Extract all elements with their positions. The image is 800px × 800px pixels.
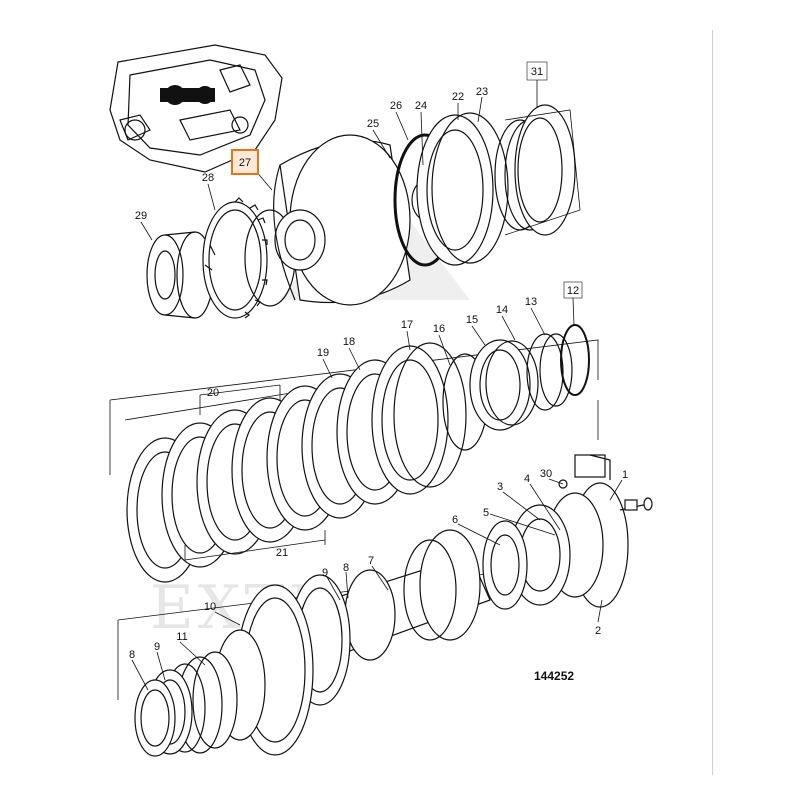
upper-group-bracket	[504, 109, 581, 236]
callout-1: 1	[622, 469, 628, 481]
callout-labels: 31 22 23 26 24 25 27 28 29 12 13 14 15 1…	[129, 61, 628, 683]
part-8-9-washers	[134, 669, 193, 757]
callout-box-31	[526, 61, 548, 81]
callout-13: 13	[525, 296, 537, 308]
frame-right-border	[712, 30, 713, 775]
callout-5: 5	[483, 507, 489, 519]
callout-21: 21	[276, 547, 288, 559]
callout-12: 12	[567, 285, 579, 297]
clutch-plates-20-21	[126, 359, 414, 583]
callout-box-27-highlight[interactable]	[231, 149, 259, 175]
callout-29: 29	[135, 210, 147, 222]
callout-20: 20	[207, 387, 219, 399]
middle-group-frame	[109, 339, 599, 475]
callout-8-lower: 8	[129, 649, 135, 661]
callout-19: 19	[317, 347, 329, 359]
callout-31: 31	[531, 66, 543, 78]
callout-28: 28	[202, 172, 214, 184]
callout-25: 25	[367, 118, 379, 130]
part-3-6-bearing-seals	[482, 479, 604, 610]
callout-9-upper: 9	[322, 567, 328, 579]
callout-9-lower: 9	[154, 641, 160, 653]
part-28-gear	[202, 197, 296, 319]
callout-box-12	[563, 281, 583, 299]
part-17-18-plates	[371, 342, 467, 495]
part-27-drum	[273, 134, 411, 306]
part-31-plate	[514, 104, 576, 236]
shaft-gears-7-10	[214, 529, 491, 756]
callout-14: 14	[496, 304, 508, 316]
transmission-thumbnail	[109, 44, 283, 173]
callout-2: 2	[595, 625, 601, 637]
callout-11: 11	[176, 631, 187, 643]
callout-22: 22	[452, 91, 464, 103]
callout-10: 10	[204, 601, 216, 613]
drawing-number: 144252	[534, 669, 574, 683]
part-15-spring	[469, 339, 539, 431]
callout-18: 18	[343, 336, 355, 348]
callout-17: 17	[401, 319, 413, 331]
callout-27[interactable]: 27	[239, 157, 251, 169]
callout-23: 23	[476, 86, 488, 98]
callout-6: 6	[452, 514, 458, 526]
callout-3: 3	[497, 481, 503, 493]
callout-16: 16	[433, 323, 445, 335]
callout-15: 15	[466, 314, 478, 326]
part-13-14-rings	[526, 333, 573, 411]
part-29-bearing	[146, 231, 214, 319]
callout-26: 26	[390, 100, 402, 112]
callout-4: 4	[524, 473, 530, 485]
bracket-21	[184, 530, 326, 561]
leader-lines	[131, 80, 623, 691]
callout-7: 7	[368, 555, 374, 567]
part-22-piston	[416, 112, 509, 266]
callout-24: 24	[415, 100, 427, 112]
callout-30: 30	[540, 468, 552, 480]
callout-8-upper: 8	[343, 562, 349, 574]
part-12-circlip	[560, 324, 590, 396]
